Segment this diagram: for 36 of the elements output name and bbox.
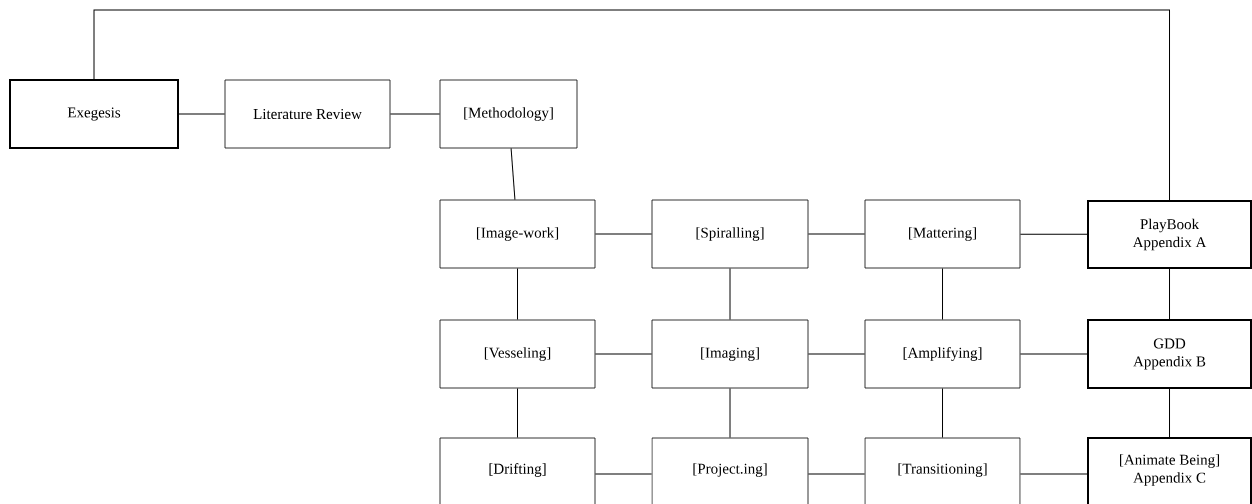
- process-box: [Transitioning]: [864, 437, 1021, 504]
- connector-line: [178, 113, 226, 115]
- process-box: [Imaging]: [651, 319, 809, 389]
- connector-line: [729, 267, 731, 321]
- connector-line: [1019, 233, 1088, 235]
- connector-line: [93, 9, 1170, 201]
- connector-line: [942, 267, 943, 321]
- process-box: [Project.ing]: [651, 437, 809, 504]
- process-box: [Amplifying]: [864, 319, 1021, 389]
- process-box: [Vesseling]: [439, 319, 596, 389]
- connector-line: [517, 267, 518, 321]
- process-box: PlayBook Appendix A: [1087, 200, 1252, 269]
- process-box: [Image-work]: [439, 199, 596, 269]
- process-box: [Mattering]: [864, 199, 1021, 269]
- connector-line: [594, 233, 653, 235]
- connector-line: [389, 113, 441, 115]
- connector-line: [1169, 268, 1170, 320]
- connector-line: [942, 387, 943, 439]
- process-box: [Spiralling]: [651, 199, 809, 269]
- process-box: Literature Review: [224, 79, 391, 149]
- connector-line: [807, 353, 866, 355]
- process-box: [Animate Being] Appendix C: [1087, 437, 1252, 504]
- connector-line: [517, 387, 518, 439]
- connector-line: [1019, 473, 1088, 475]
- connector-line: [510, 147, 516, 201]
- connector-line: [807, 233, 866, 235]
- connector-line: [594, 473, 653, 475]
- process-box: Exegesis: [9, 79, 179, 149]
- process-box: [Drifting]: [439, 437, 596, 504]
- connector-line: [594, 353, 653, 355]
- connector-line: [1019, 353, 1088, 355]
- connector-line: [1169, 388, 1170, 438]
- connector-line: [807, 473, 866, 475]
- connector-line: [729, 387, 731, 439]
- process-box: GDD Appendix B: [1087, 319, 1252, 389]
- process-box: [Methodology]: [439, 79, 578, 149]
